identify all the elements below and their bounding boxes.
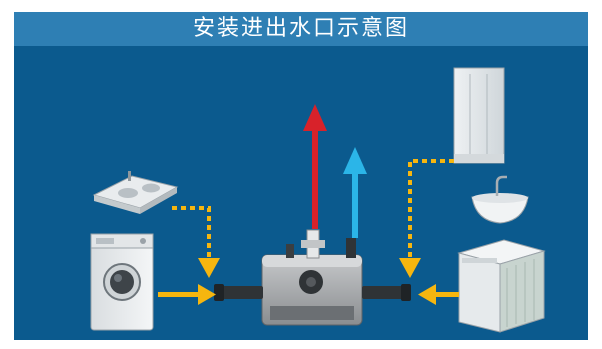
washing-machine-inlet-arrow: [158, 284, 216, 305]
wash-basin-icon: [471, 175, 529, 224]
dishwasher-icon: [457, 239, 546, 333]
cold-water-outlet-arrow: [343, 147, 367, 238]
diagram-title: 安装进出水口示意图: [192, 16, 409, 41]
lifting-pump-icon: [214, 229, 411, 326]
diagram-canvas: [90, 67, 546, 333]
title-bar: 安装进出水口示意图: [14, 12, 588, 46]
shower-cabin-icon: [453, 67, 505, 164]
diagram-panel: [14, 46, 588, 340]
washing-machine-icon: [90, 233, 154, 331]
shower-cabin-inlet-arrow: [399, 159, 454, 278]
hot-water-outlet-arrow: [303, 104, 327, 229]
kitchen-sink-inlet-arrow: [172, 206, 220, 278]
kitchen-sink-icon: [92, 171, 179, 214]
dishwasher-inlet-arrow: [418, 284, 459, 305]
